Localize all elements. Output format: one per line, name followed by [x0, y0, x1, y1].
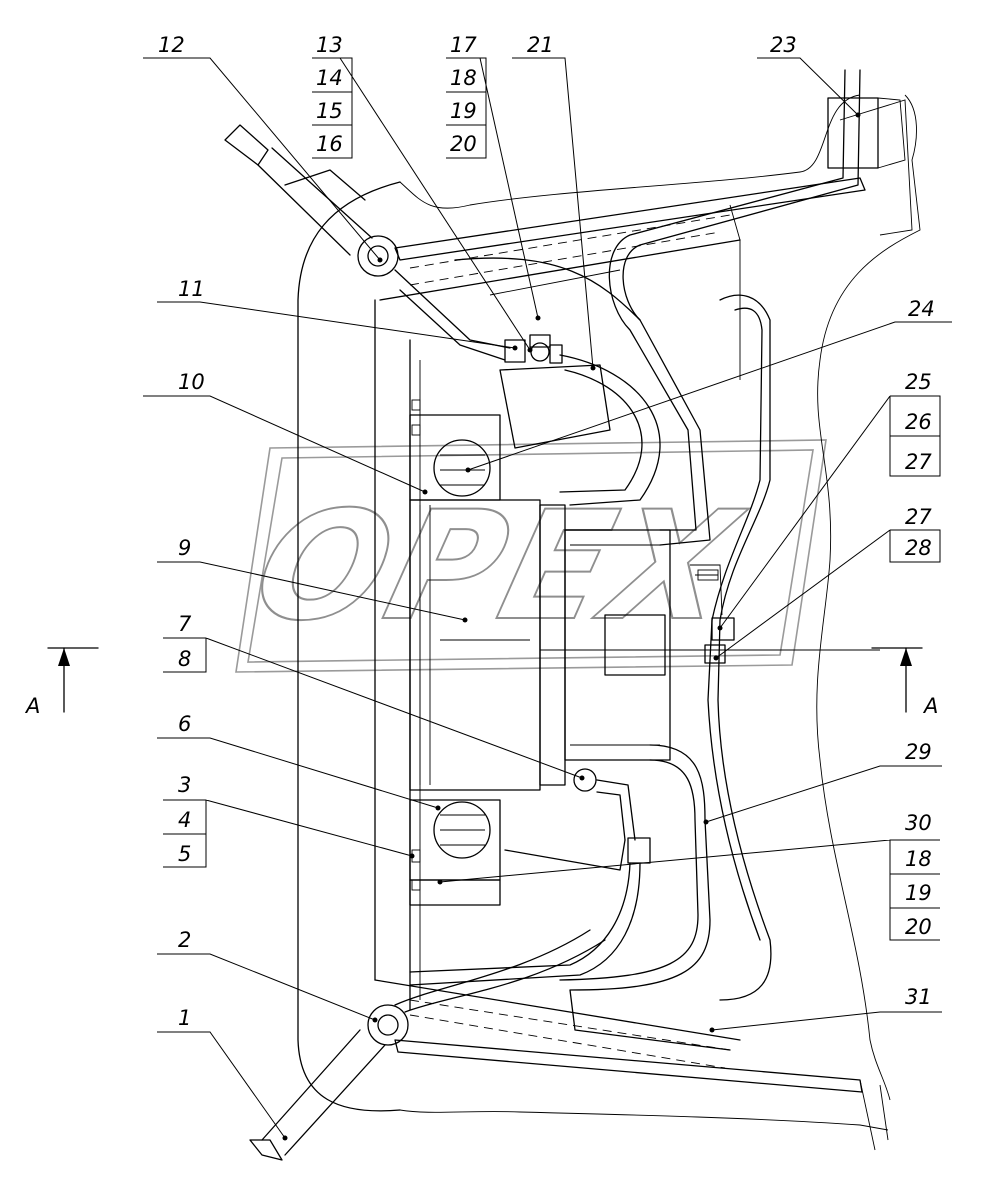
callout-label: 5: [178, 842, 191, 866]
callout-label: 25: [905, 370, 932, 394]
callout-label: 15: [316, 99, 343, 123]
lower-motor: [409, 799, 501, 906]
callout-label: 17: [450, 33, 477, 57]
side-plate: [374, 299, 421, 1011]
callout-label: 13: [316, 33, 343, 57]
watermark: OPEX: [235, 439, 827, 673]
section-label-left: A: [24, 694, 40, 718]
right-top-pipe: [608, 69, 906, 546]
callout-label: 14: [316, 66, 343, 90]
callout-label: 6: [178, 712, 191, 736]
callout-label: 16: [316, 132, 343, 156]
callout-label: 4: [178, 808, 191, 832]
callout-label: 18: [905, 847, 932, 871]
upper-arc-hose: [454, 257, 661, 506]
upper-motor: [409, 399, 501, 501]
callout-label: 18: [450, 66, 477, 90]
section-marker-right: A: [871, 647, 938, 718]
upper-bracket: [489, 269, 621, 449]
callout-label: 11: [178, 277, 205, 301]
section-label-right: A: [922, 694, 938, 718]
section-marker-left: A: [24, 647, 99, 718]
watermark-text: OPEX: [239, 479, 756, 653]
callout-label: 19: [450, 99, 477, 123]
callout-label: 26: [905, 410, 932, 434]
callout-label: 8: [178, 647, 191, 671]
callout-label: 27: [905, 505, 932, 529]
callout-label: 9: [178, 536, 191, 560]
callout-label: 31: [905, 985, 932, 1009]
callout-label: 20: [905, 915, 932, 939]
callout-label: 21: [527, 33, 554, 57]
callout-label: 30: [905, 811, 932, 835]
lower-frame-member: [374, 979, 889, 1151]
upper-left-pipe: [224, 124, 563, 364]
callout-label: 3: [178, 773, 191, 797]
lower-left-pipe: [249, 929, 606, 1161]
frame-outline: [297, 94, 921, 1131]
callout-label: 12: [158, 33, 185, 57]
lower-hose: [409, 744, 731, 1051]
callout-label: 24: [908, 297, 935, 321]
callout-label: 28: [905, 536, 932, 560]
callout-label: 19: [905, 881, 932, 905]
leader-dots: [282, 112, 861, 1141]
callout-label: 2: [178, 928, 191, 952]
callout-label: 1: [178, 1006, 191, 1030]
callout-label: 20: [450, 132, 477, 156]
callout-label: 23: [770, 33, 797, 57]
callout-label: 7: [178, 612, 192, 636]
right-duct: [690, 294, 772, 1001]
callout-label: 27: [905, 450, 932, 474]
callout-label: 10: [178, 370, 205, 394]
callouts: 12 13 14 15 16 17 18 19 20 21 23 24 11 1…: [143, 33, 952, 1139]
callout-label: 29: [905, 740, 932, 764]
